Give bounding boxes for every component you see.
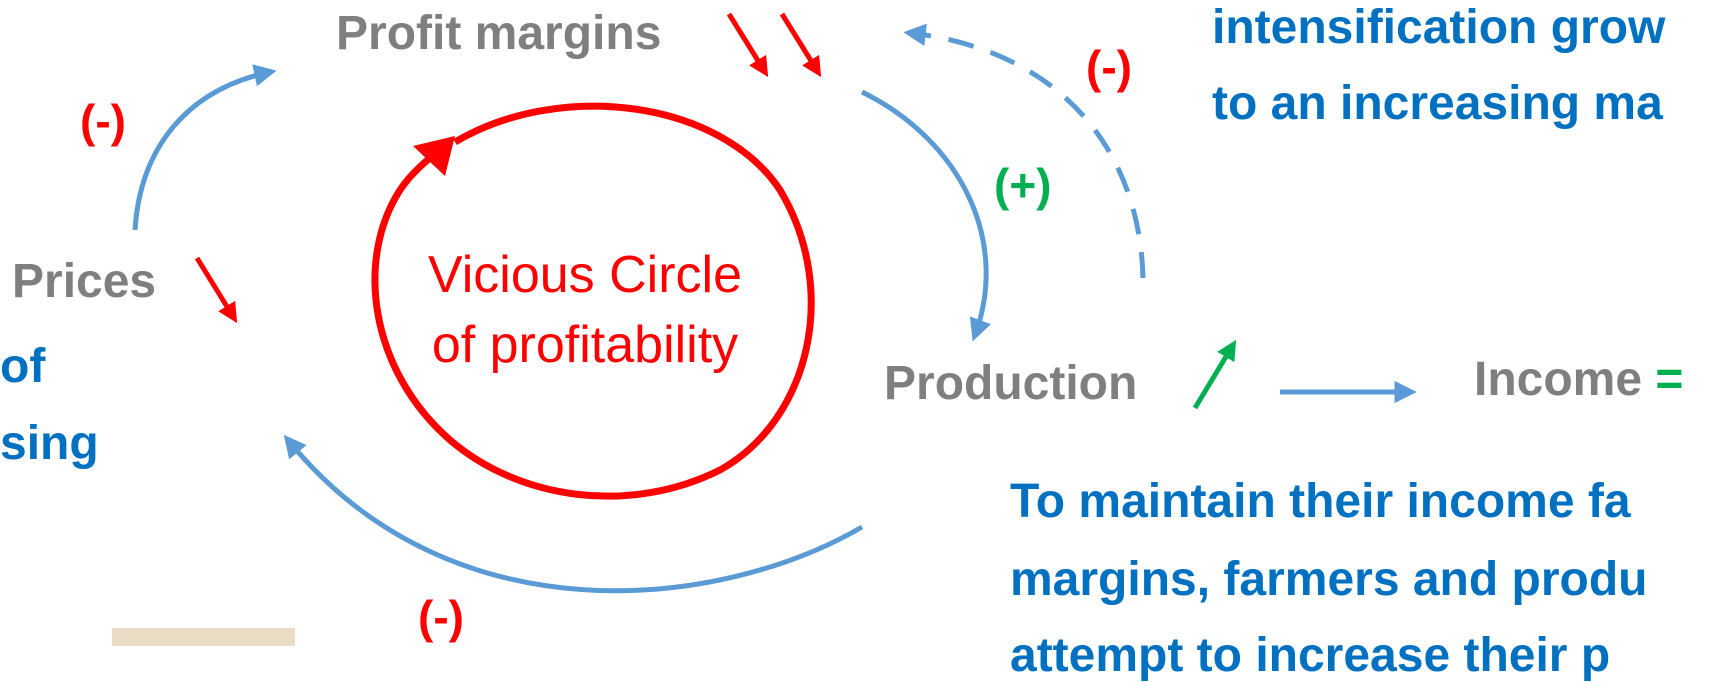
arrow-production-to-margins bbox=[903, 23, 1146, 279]
node-production: Production bbox=[884, 357, 1138, 410]
sign-prices-to-margins: (-) bbox=[80, 95, 126, 147]
node-profit-margins: Profit margins bbox=[336, 7, 662, 60]
arrow-prices-to-margins bbox=[132, 64, 277, 231]
sign-margins-to-production: (+) bbox=[994, 159, 1052, 211]
up-arrow-icon bbox=[1192, 339, 1237, 410]
photo-thumbnail bbox=[112, 628, 295, 646]
vicious-circle-label-line2: of profitability bbox=[431, 316, 739, 375]
node-income-label: Income bbox=[1474, 353, 1643, 406]
arrow-margins-to-production bbox=[860, 89, 991, 342]
arrow-production-to-prices bbox=[283, 434, 864, 594]
vicious-circle-ring bbox=[371, 102, 815, 500]
vicious-circle-label-line1: Vicious Circle bbox=[427, 246, 743, 304]
top-right-text-line2: to an increasing ma bbox=[1212, 77, 1663, 130]
causal-loop-diagram bbox=[132, 12, 1417, 594]
vicious-circle-label: Vicious Circle of profitability bbox=[390, 240, 780, 380]
left-text-line1: of bbox=[0, 340, 46, 393]
income-equal-sign: = bbox=[1655, 353, 1684, 406]
down-arrow-icon bbox=[194, 256, 238, 324]
vicious-circle-arrowhead bbox=[413, 136, 455, 176]
sign-production-to-margins: (-) bbox=[1086, 41, 1132, 93]
sign-production-to-prices: (-) bbox=[418, 591, 464, 643]
left-text-line2: sing bbox=[0, 417, 99, 470]
node-prices: Prices bbox=[12, 255, 157, 308]
bottom-right-text-line3: attempt to increase their p bbox=[1010, 629, 1611, 682]
bottom-right-text-line2: margins, farmers and produ bbox=[1010, 553, 1648, 606]
double-down-arrow-icon bbox=[726, 12, 822, 78]
bottom-right-text-line1: To maintain their income fa bbox=[1010, 475, 1631, 528]
node-income: Income = bbox=[1474, 356, 1683, 404]
top-right-text-line1: intensification grow bbox=[1212, 1, 1666, 54]
